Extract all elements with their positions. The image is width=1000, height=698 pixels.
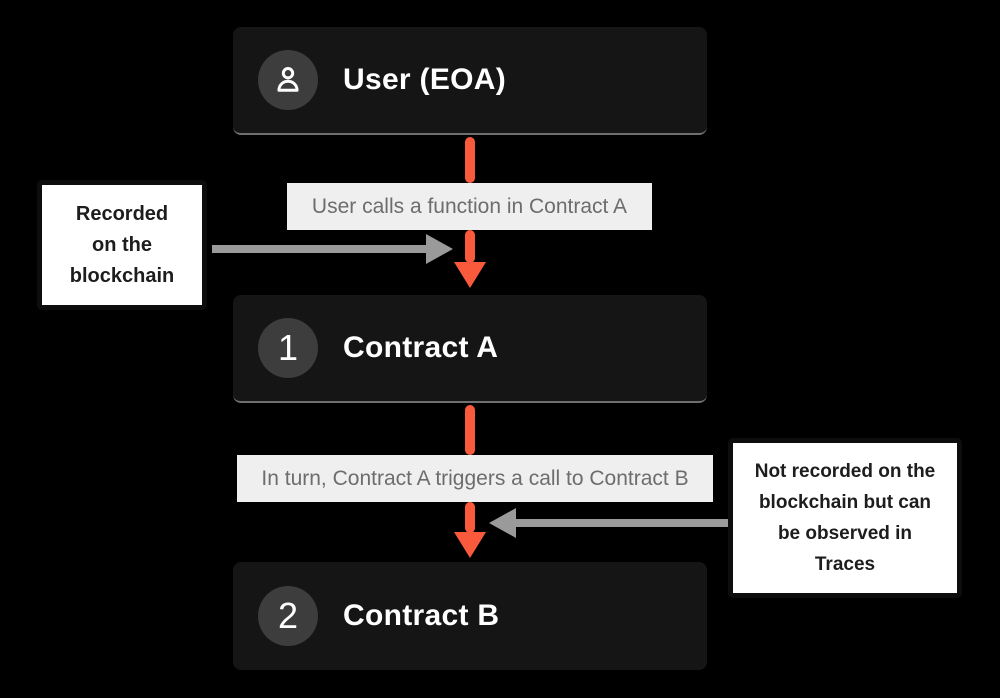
contract-a-number-badge: 1 xyxy=(258,318,318,378)
note-recorded-on-chain: Recorded on the blockchain xyxy=(37,180,207,310)
flow-caption-call2: In turn, Contract A triggers a call to C… xyxy=(237,455,713,502)
note-line: on the xyxy=(92,233,152,256)
user-avatar-circle xyxy=(258,50,318,110)
node-contract-b-label: Contract B xyxy=(343,599,500,632)
node-contract-a: 1 Contract A xyxy=(233,295,707,403)
arrow-user-to-a-segment-top xyxy=(465,137,475,183)
gray-arrow-right-note-head xyxy=(489,508,516,538)
node-user-label: User (EOA) xyxy=(343,63,507,96)
gray-arrow-left-note-head xyxy=(426,234,453,264)
node-contract-a-label: Contract A xyxy=(343,331,499,364)
note-line: Traces xyxy=(814,554,876,575)
gray-arrow-left-note-line xyxy=(212,245,428,253)
flow-caption-call1: User calls a function in Contract A xyxy=(287,183,652,230)
arrow-a-to-b-segment-bottom xyxy=(465,502,475,533)
note-line: Recorded xyxy=(75,202,169,225)
note-line: be observed in xyxy=(777,523,913,544)
node-user-eoa: User (EOA) xyxy=(233,27,707,135)
gray-arrow-right-note-line xyxy=(516,519,730,527)
arrow-a-to-b-segment-top xyxy=(465,405,475,455)
user-icon xyxy=(277,67,299,92)
note-line: Not recorded on the xyxy=(754,461,936,482)
arrow-a-to-b-head xyxy=(454,532,486,558)
arrow-user-to-a-head xyxy=(454,262,486,288)
note-not-recorded-traces: Not recorded on the blockchain but can b… xyxy=(728,438,962,598)
arrow-user-to-a-segment-bottom xyxy=(465,230,475,263)
node-contract-b: 2 Contract B xyxy=(233,562,707,670)
contract-b-number-badge: 2 xyxy=(258,586,318,646)
note-line: blockchain but can xyxy=(758,492,932,513)
note-line: blockchain xyxy=(69,264,175,287)
